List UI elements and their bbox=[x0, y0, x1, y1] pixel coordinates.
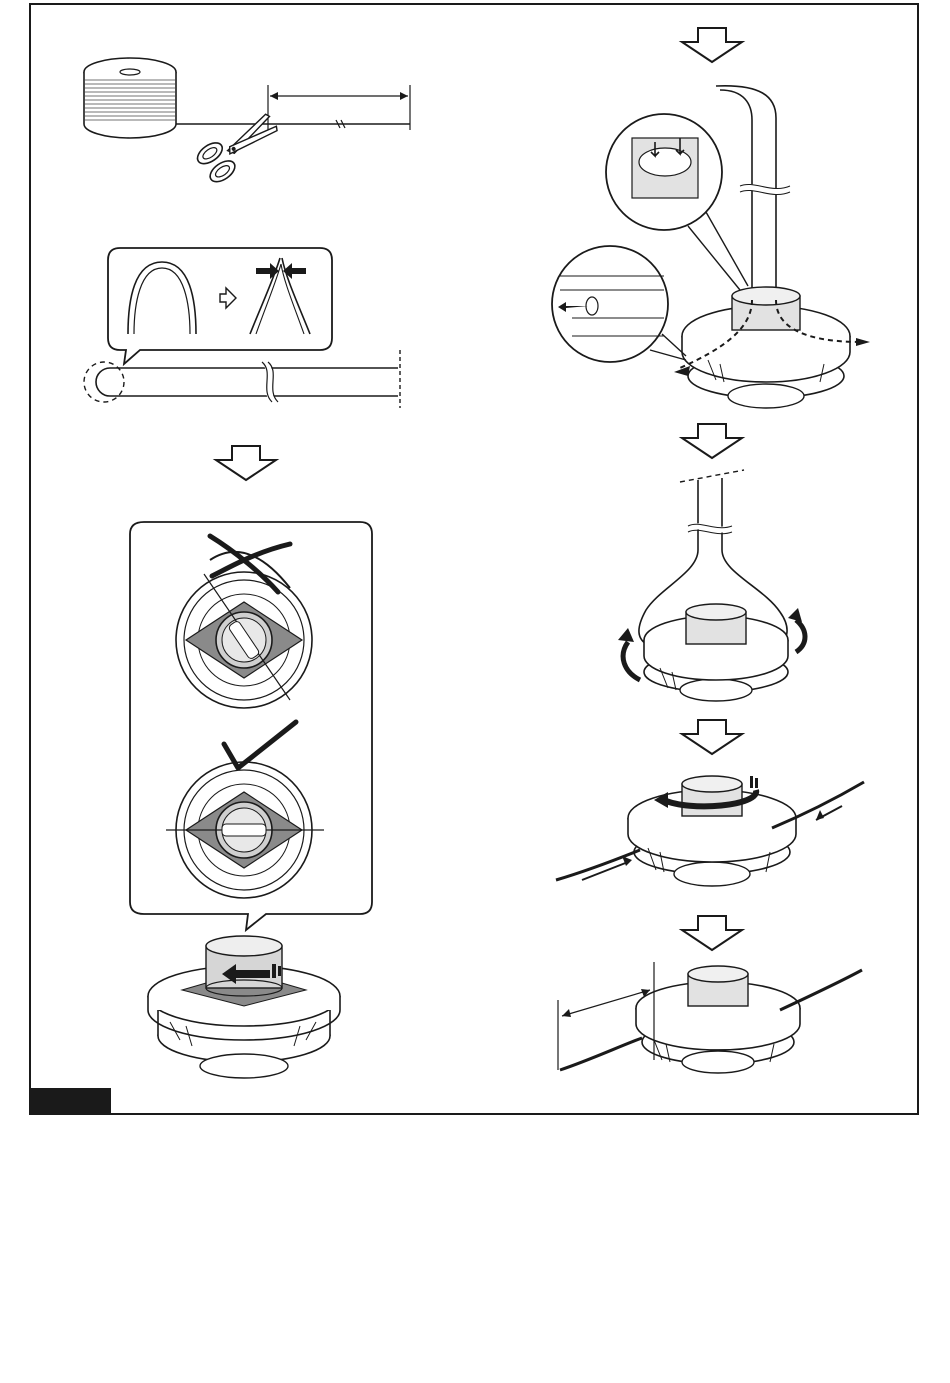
cutter-head-icon bbox=[148, 936, 340, 1078]
step-wind-line bbox=[556, 776, 864, 886]
step-final-length bbox=[558, 962, 862, 1073]
scissors-icon bbox=[194, 107, 285, 186]
magnifier-detail-side bbox=[552, 246, 686, 362]
step-bend-line bbox=[84, 248, 400, 408]
dimension-icon bbox=[270, 92, 408, 100]
down-arrow-icon bbox=[682, 424, 742, 458]
figure-label bbox=[29, 1088, 111, 1115]
down-arrow-icon bbox=[682, 28, 742, 62]
step-pull-line bbox=[618, 470, 805, 701]
spool-icon bbox=[84, 58, 176, 138]
step-cut-line bbox=[84, 58, 410, 186]
step-insert-line bbox=[552, 86, 870, 408]
down-arrow-icon bbox=[682, 916, 742, 950]
down-arrow-icon bbox=[216, 446, 276, 480]
down-arrow-icon bbox=[682, 720, 742, 754]
step-align-knob bbox=[130, 522, 372, 1078]
